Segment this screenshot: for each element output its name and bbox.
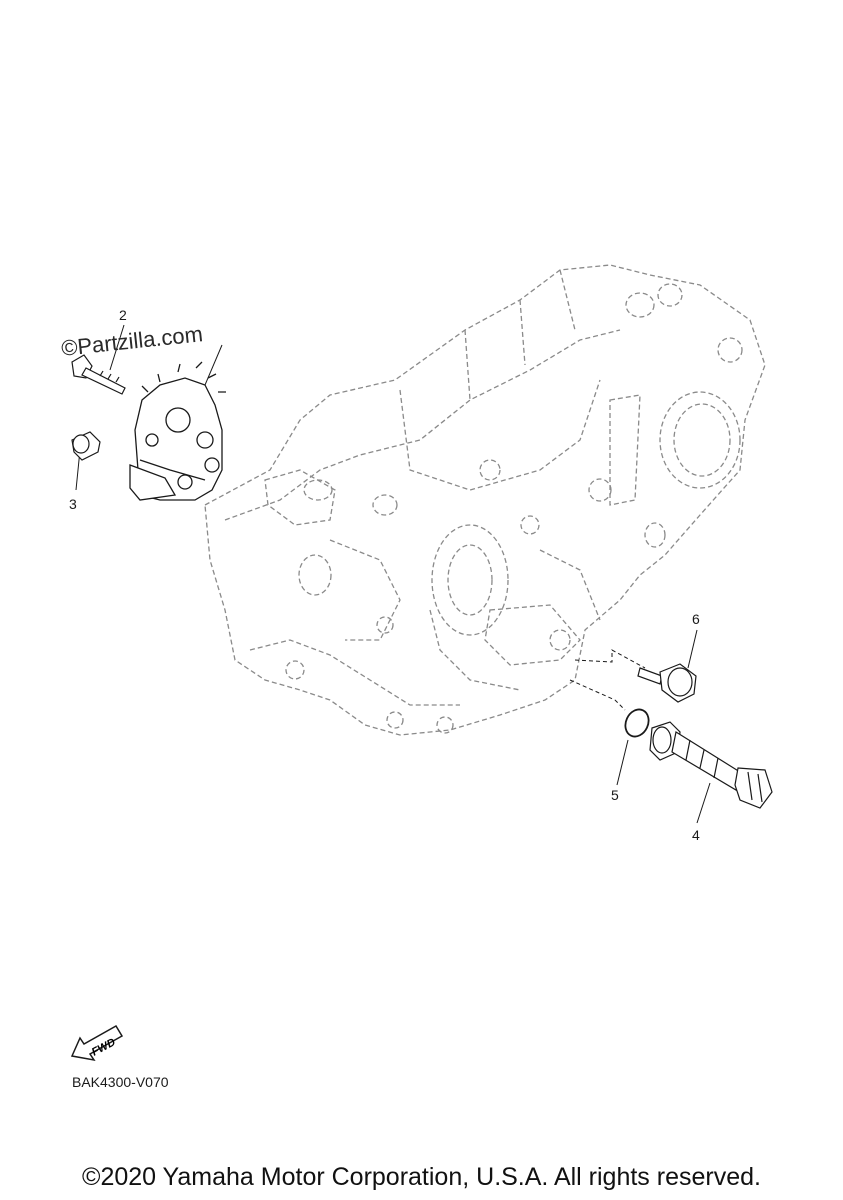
dowel-pin-part-3 <box>71 431 101 461</box>
callout-label: 6 <box>692 611 700 627</box>
oil-pump-assembly <box>129 361 226 501</box>
callout-label: 3 <box>69 496 77 512</box>
oil-strainer-part-4 <box>649 721 773 809</box>
copyright-notice: ©2020 Yamaha Motor Corporation, U.S.A. A… <box>82 1163 761 1191</box>
crankcase-outline <box>204 264 766 736</box>
o-ring-part-5 <box>624 708 650 738</box>
fwd-arrow-icon: FWD <box>70 1024 124 1062</box>
bolt-part-2 <box>71 354 126 395</box>
diagram-code: BAK4300-V070 <box>72 1074 169 1090</box>
callout-label: 5 <box>611 787 619 803</box>
callout-label: 2 <box>119 307 127 323</box>
bolt-part-6 <box>637 663 697 703</box>
callout-label: 4 <box>692 827 700 843</box>
